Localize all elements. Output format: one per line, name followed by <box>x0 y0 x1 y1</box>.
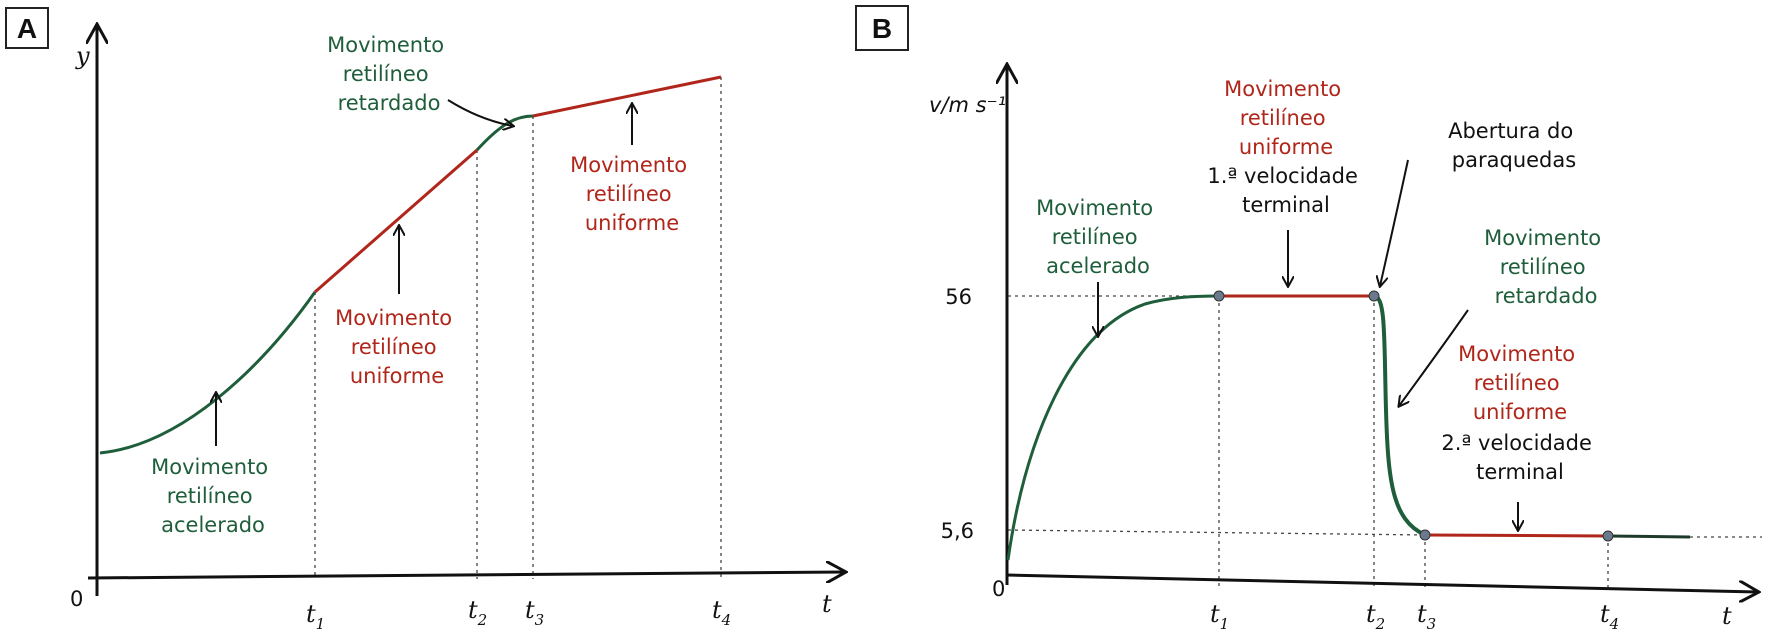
panel-a-xlabel: t <box>822 590 832 618</box>
arrow-b-decelerated <box>1399 309 1469 406</box>
annotation-a-accelerated: Movimento retilíneo acelerado <box>151 455 275 537</box>
panel-a-origin: 0 <box>70 587 83 611</box>
panel-b-ylabel: v/m s⁻¹ <box>929 93 1006 117</box>
annotation-a-uniform-1: Movimento retilíneo uniforme <box>335 306 459 388</box>
panel-a-tick-t3: t3 <box>525 596 544 629</box>
panel-b-xlabel: t <box>1722 602 1732 630</box>
panel-b: B v/m s⁻¹ t 0 56 5,6 <box>855 5 1762 633</box>
curve-b-accelerated <box>1006 294 1220 561</box>
panel-b-tick-t3: t3 <box>1417 600 1436 633</box>
curve-a-uniform-1 <box>314 148 478 294</box>
arrow-b-parachute <box>1380 159 1409 286</box>
point-b-t2 <box>1368 290 1380 302</box>
annotation-a-decelerated: Movimento retilíneo retardado <box>327 33 451 115</box>
curve-a-uniform-2 <box>532 75 722 118</box>
curve-b-tail <box>1607 534 1691 539</box>
panel-a: A y t 0 t1 t2 t3 t4 Movimento retilíneo <box>5 7 845 633</box>
curve-b-decelerated <box>1373 294 1426 537</box>
panel-b-x-axis <box>1006 573 1758 592</box>
point-b-t4 <box>1602 530 1614 542</box>
panel-b-box <box>855 5 909 51</box>
annotation-b-decelerated: Movimento retilíneo retardado <box>1484 226 1608 308</box>
annotation-b-first-terminal: 1.ª velocidade terminal <box>1207 164 1364 217</box>
annotation-b-uniform-2: Movimento retilíneo uniforme <box>1458 342 1582 424</box>
panel-b-tick-t2: t2 <box>1366 600 1385 633</box>
panel-a-ylabel: y <box>75 42 90 70</box>
curve-b-uniform-2 <box>1424 533 1609 538</box>
panel-a-tick-t4: t4 <box>712 596 731 629</box>
panel-b-ytick-56: 56 <box>945 285 972 309</box>
panel-a-tick-t1: t1 <box>306 600 325 633</box>
panel-a-letter: A <box>17 13 37 44</box>
annotation-b-parachute: Abertura do paraquedas <box>1448 119 1580 172</box>
arrow-a-decelerated <box>447 99 513 126</box>
panel-b-origin: 0 <box>992 577 1005 601</box>
panel-b-tick-t1: t1 <box>1210 600 1229 633</box>
annotation-b-second-terminal: 2.ª velocidade terminal <box>1441 431 1598 484</box>
curve-a-accelerated <box>99 291 317 455</box>
point-b-t3 <box>1419 529 1431 541</box>
annotation-b-accelerated: Movimento retilíneo acelerado <box>1036 196 1160 278</box>
curve-a-decelerated <box>475 114 534 152</box>
panel-a-box <box>5 7 49 49</box>
annotation-b-uniform-1: Movimento retilíneo uniforme <box>1224 77 1348 159</box>
point-b-t1 <box>1213 290 1225 302</box>
panel-a-tick-t2: t2 <box>468 596 487 629</box>
panel-b-ytick-5-6: 5,6 <box>941 519 974 543</box>
annotation-a-uniform-2: Movimento retilíneo uniforme <box>570 153 694 235</box>
guide-b-5-6 <box>1007 529 1426 536</box>
panel-a-x-axis <box>87 572 845 578</box>
panel-b-tick-t4: t4 <box>1600 600 1619 633</box>
panel-b-letter: B <box>872 13 892 44</box>
